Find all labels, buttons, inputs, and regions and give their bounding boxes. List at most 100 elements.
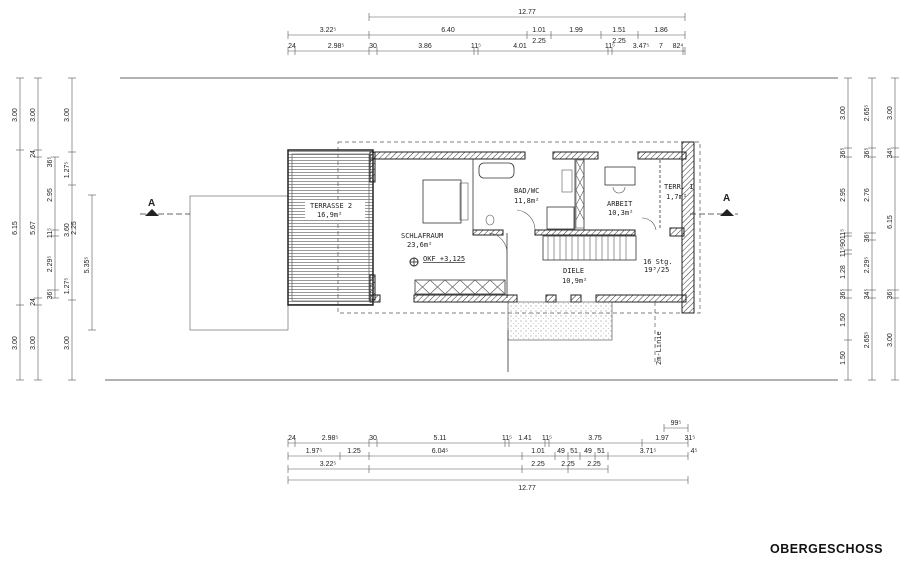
dimension-label: 2.65⁵ [864, 332, 871, 349]
section-label: A [723, 193, 730, 204]
dimension-label: 3.00 [30, 108, 37, 122]
section-marker-left: A [140, 198, 190, 216]
dimension-label: 36⁵ [47, 289, 54, 300]
dimension-label: 34⁵ [864, 289, 871, 300]
dimension-label: 2.25 [532, 38, 546, 45]
dimension-label: 51 [597, 448, 605, 455]
dimension-label: 36⁵ [887, 289, 894, 300]
dimension-label: 3.00 [840, 106, 847, 120]
dimension-label: 3.60 [64, 223, 71, 237]
dimension-label: 1.86 [654, 27, 668, 34]
dimension-label: 3.00 [887, 333, 894, 347]
dimension-label: 3.00 [64, 108, 71, 122]
dimension-label: 3.00 [64, 336, 71, 350]
dimension-label: 24 [30, 298, 37, 306]
dimension-label: 3.75 [588, 435, 602, 442]
dimension-label: 6.40 [441, 27, 455, 34]
dimension-label: 6.04⁵ [432, 448, 449, 455]
dimension-label: 1.28 [840, 265, 847, 279]
dimension-label: 3.22⁵ [320, 461, 337, 468]
dimension-label: 3.00 [30, 336, 37, 350]
room-name: BAD/WC [514, 187, 539, 195]
room-area: 23,6m² [407, 241, 432, 249]
room-area: 10,9m² [562, 277, 587, 285]
dimension-label: 24 [30, 150, 37, 158]
dimension-label: 2.25 [71, 221, 78, 235]
dimension-label: 1.27⁵ [64, 278, 71, 295]
dimension-label: 11⁵ [471, 43, 481, 50]
dimension-label: 1.51 [612, 27, 626, 34]
dimension-label: 2.95 [47, 188, 54, 202]
dimension-label: 7 [659, 43, 663, 50]
dimension-label: 2.65⁵ [864, 105, 871, 122]
dimension-label: 4.01 [513, 43, 527, 50]
room-name: TERR. 1 [664, 183, 694, 191]
dimension-label: 82⁴ [673, 43, 684, 50]
dimension-label: 3.00 [12, 336, 19, 350]
dimension-label: 1.27⁵ [64, 162, 71, 179]
two-meter-line-label: 2m-Linie [655, 331, 663, 365]
dimension-label: 12.77 [518, 485, 536, 492]
dimension-label: 36⁵ [840, 148, 847, 159]
terrace-2: TERRASSE 2 16,9m² [287, 149, 374, 306]
dimension-label: 99⁵ [671, 420, 682, 427]
dimension-label: 1.01 [532, 27, 546, 34]
dimension-label: 1.99 [569, 27, 583, 34]
dimension-label: 30 [369, 435, 377, 442]
section-label: A [148, 198, 155, 209]
dimension-label: 49 [584, 448, 592, 455]
dimension-label: 36⁵ [840, 289, 847, 300]
section-marker-right: A [690, 193, 738, 216]
dimension-label: 11⁵ [840, 247, 847, 257]
dimension-label: 51 [570, 448, 578, 455]
room-area: 16,9m² [317, 211, 342, 219]
dimension-label: 24 [288, 43, 296, 50]
dimension-label: 2.25 [587, 461, 601, 468]
dimension-label: 11⁵ [542, 435, 552, 442]
dimension-label: 1.50 [840, 351, 847, 365]
dimension-label: 12.77 [518, 9, 536, 16]
dimension-label: 2.29⁵ [47, 256, 54, 273]
dimension-label: 3.86 [418, 43, 432, 50]
room-labels: SCHLAFRAUM 23,6m² OKF +3,125 BAD/WC 11,8… [401, 183, 694, 285]
dimension-label: 1.41 [518, 435, 532, 442]
dimension-label: 34⁵ [887, 148, 894, 159]
dimension-label: 30 [369, 43, 377, 50]
room-name: ARBEIT [607, 200, 633, 208]
walls [369, 141, 695, 314]
dimension-label: 36⁵ [47, 157, 54, 168]
stair-steps: 16 Stg. [643, 258, 673, 266]
dimension-label: 1.50 [840, 313, 847, 327]
room-area: 1,7m² [666, 193, 687, 201]
stair-ratio: 19³/25 [644, 266, 669, 274]
dimension-label: 3.00 [887, 106, 894, 120]
dimension-label: 3.47⁵ [633, 43, 650, 50]
site-boundary [105, 77, 838, 381]
dimension-label: 3.22⁵ [320, 27, 337, 34]
dimension-lines: 12.77 3.22⁵ 6.40 1.01 1.99 1.51 1.86 2.25 2.25 24… [12, 9, 899, 492]
dimension-label: 2.98⁵ [328, 43, 345, 50]
dimension-label: 2.25 [612, 38, 626, 45]
dimension-label: 11⁵ [840, 229, 847, 239]
dimension-label: 11⁵ [502, 435, 512, 442]
paved-area [507, 301, 613, 341]
dimension-label: 2.95 [840, 188, 847, 202]
dimension-label: 3.00 [12, 108, 19, 122]
room-area: 11,8m² [514, 197, 539, 205]
dimension-label: 36⁵ [864, 148, 871, 159]
dimension-label: 5.67 [30, 221, 37, 235]
dimension-label: 1.97⁵ [306, 448, 323, 455]
dimension-label: 49 [557, 448, 565, 455]
dimension-label: 4⁵ [691, 448, 698, 455]
dimension-label: 1.25 [347, 448, 361, 455]
dimension-label: 31⁵ [685, 435, 696, 442]
dimension-label: 90 [840, 239, 847, 247]
floor-level: OKF +3,125 [423, 255, 465, 263]
staircase [542, 235, 637, 261]
dimension-label: 6.15 [12, 221, 19, 235]
dimension-label: 2.25 [531, 461, 545, 468]
furniture [414, 159, 657, 295]
dimension-label: 1.01 [531, 448, 545, 455]
room-name: SCHLAFRAUM [401, 232, 443, 240]
